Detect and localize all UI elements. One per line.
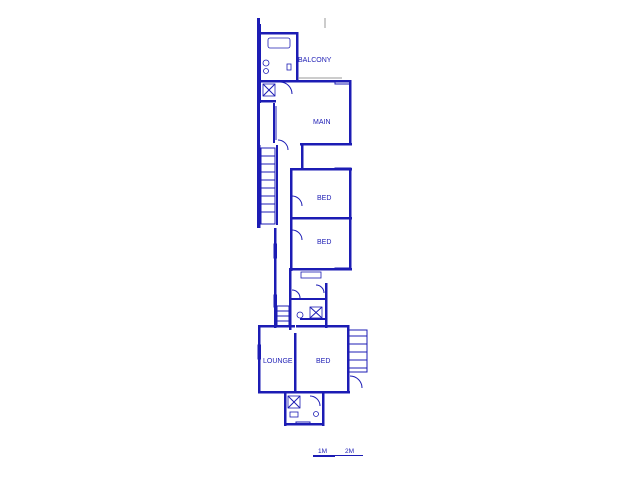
toilet-icon bbox=[289, 411, 299, 418]
room-label-lounge: LOUNGE bbox=[263, 358, 293, 365]
thin-lines bbox=[257, 18, 368, 426]
bath-icon bbox=[267, 37, 291, 49]
room-label-main: MAIN bbox=[313, 119, 331, 126]
exterior-steps bbox=[348, 329, 368, 373]
room-label-bed-lower: BED bbox=[316, 358, 330, 365]
vanity-icon bbox=[300, 271, 322, 279]
toilet-icon bbox=[286, 63, 292, 71]
room-label-balcony: BALCONY bbox=[298, 57, 332, 64]
staircase bbox=[260, 147, 276, 225]
room-label-bed-middle: BED bbox=[317, 239, 331, 246]
toilet-icon bbox=[263, 68, 269, 74]
basin-icon bbox=[313, 411, 319, 417]
scale-bar: 1M 2M bbox=[313, 448, 363, 457]
room-label-bed-upper: BED bbox=[317, 195, 331, 202]
scale-label-left: 1M bbox=[318, 448, 327, 455]
toilet-icon bbox=[296, 311, 304, 319]
scale-label-right: 2M bbox=[345, 448, 354, 455]
basin-icon bbox=[262, 59, 270, 67]
small-stair bbox=[276, 305, 290, 327]
fixtures bbox=[262, 37, 323, 418]
walls bbox=[257, 18, 352, 426]
